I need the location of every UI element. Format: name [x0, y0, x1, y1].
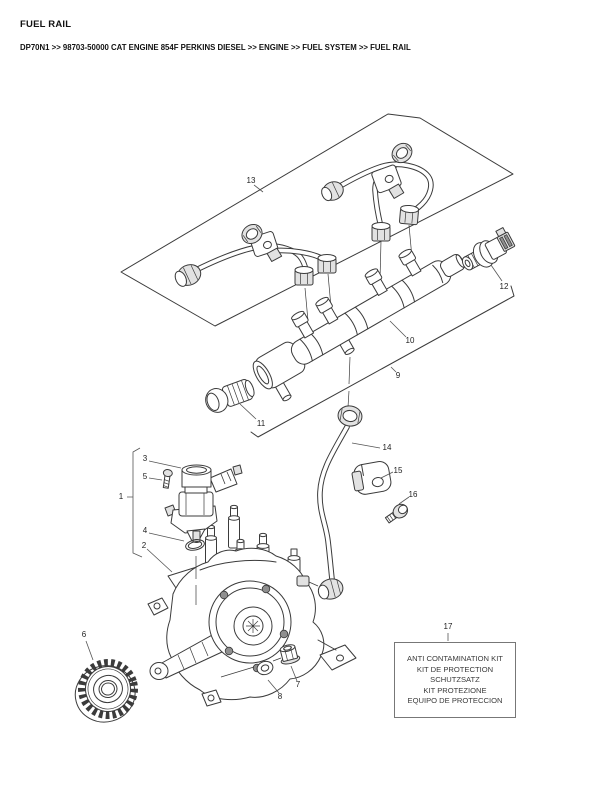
- leader-3: [148, 460, 182, 469]
- rail-port: [291, 310, 315, 339]
- leader-11: [239, 403, 257, 420]
- part-label-14: 14: [382, 443, 392, 452]
- part-label-8: 8: [277, 692, 283, 701]
- pipe-nut: [399, 204, 420, 226]
- leader-1-bracket: [127, 447, 143, 558]
- pressure-sensor: [461, 227, 516, 271]
- part-label-12: 12: [499, 282, 509, 291]
- injector-pipes-upper: [321, 142, 431, 242]
- injection-pump: [147, 504, 357, 707]
- part-label-2: 2: [141, 541, 147, 550]
- assembly-line-rail-pipe: [347, 356, 351, 408]
- leader-14: [351, 442, 381, 449]
- page-title: FUEL RAIL: [20, 19, 72, 30]
- rail-plug: [205, 378, 255, 413]
- leader-7: [290, 665, 298, 682]
- anti-contamination-kit-box: ANTI CONTAMINATION KIT KIT DE PROTECTION…: [394, 642, 516, 718]
- part-label-1: 1: [118, 492, 124, 501]
- leader-16: [398, 496, 410, 505]
- kit-box-line: KIT PROTEZIONE: [423, 685, 487, 695]
- pipe-clamp-upper: [371, 164, 405, 199]
- assembly-line-gear-nut: [220, 657, 282, 678]
- o-ring: [185, 539, 205, 551]
- leader-12: [490, 264, 503, 282]
- part-label-5: 5: [142, 472, 148, 481]
- breadcrumb: DP70N1 >> 98703-50000 CAT ENGINE 854F PE…: [20, 43, 411, 52]
- part-label-4: 4: [142, 526, 148, 535]
- rail-port: [398, 248, 422, 277]
- injector-pipes-lower: [174, 223, 337, 287]
- pump-front-flange: [208, 580, 292, 673]
- leader-4: [148, 532, 185, 542]
- leader-6: [85, 640, 94, 661]
- part-label-13: 13: [246, 176, 256, 185]
- rail-port: [315, 296, 339, 325]
- pipe-nut: [317, 254, 337, 274]
- clamp-bolt: [384, 503, 409, 524]
- pump-rear-foot: [319, 644, 357, 671]
- pump-lug: [147, 597, 169, 616]
- return-pipe: [316, 405, 363, 600]
- pipe-nut: [294, 266, 314, 286]
- part-label-6: 6: [81, 630, 87, 639]
- shaft-nut: [279, 644, 301, 665]
- part-label-9: 9: [395, 371, 401, 380]
- leader-13: [253, 184, 264, 193]
- pipe-nut: [391, 142, 413, 164]
- pipe-nut: [317, 578, 344, 600]
- pipe-nut: [174, 264, 202, 287]
- leader-8: [267, 679, 280, 694]
- pump-bottom-lug: [201, 689, 222, 707]
- pipe-nut: [337, 405, 363, 427]
- kit-box-line: SCHUTZSATZ: [430, 675, 480, 685]
- rail-port: [364, 268, 388, 296]
- part-label-10: 10: [405, 336, 415, 345]
- pipe-nut: [371, 222, 391, 242]
- valve-screw: [162, 469, 173, 489]
- leader-15: [380, 471, 394, 479]
- part-label-15: 15: [393, 466, 403, 475]
- part-label-7: 7: [295, 680, 301, 689]
- part-label-16: 16: [408, 490, 418, 499]
- pipe-nut: [321, 181, 344, 202]
- pipe-group-plane-outline: [120, 113, 514, 327]
- leader-2: [146, 548, 173, 573]
- rail-assembly-outline: [250, 285, 515, 438]
- part-label-11: 11: [256, 419, 266, 428]
- part-label-17: 17: [443, 622, 453, 631]
- leader-9: [390, 366, 397, 373]
- washer: [256, 660, 274, 676]
- kit-box-line: KIT DE PROTECTION: [416, 664, 494, 674]
- kit-box-line: EQUIPO DE PROTECCION: [407, 696, 503, 706]
- kit-box-line: ANTI CONTAMINATION KIT: [407, 654, 503, 664]
- leader-10: [389, 320, 407, 338]
- leader-lines: [85, 184, 503, 694]
- pipe-nut: [241, 223, 263, 245]
- pump-shaft: [149, 633, 223, 680]
- leader-5: [148, 477, 163, 481]
- part-label-3: 3: [142, 454, 148, 463]
- fuel-rail: [252, 248, 465, 402]
- drive-gear: [74, 659, 138, 723]
- pipe-clamp: [351, 461, 392, 495]
